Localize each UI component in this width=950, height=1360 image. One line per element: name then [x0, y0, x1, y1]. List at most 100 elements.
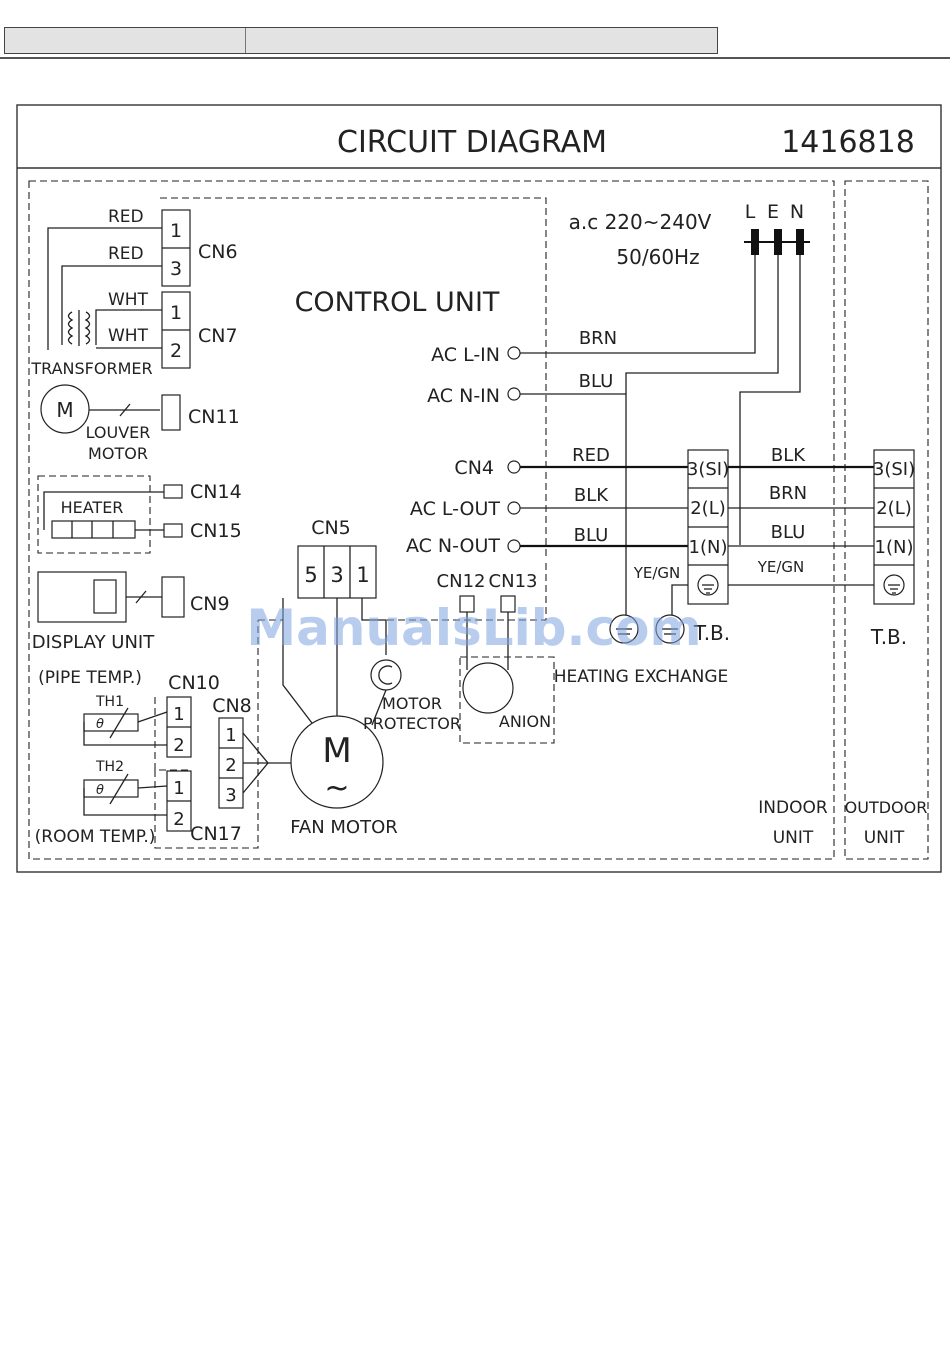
cn7-pin-2: 2: [170, 340, 182, 362]
outdoor-tb-si: 3(SI): [873, 459, 915, 480]
indoor-tb-n: 1(N): [689, 537, 728, 558]
cn14-label: CN14: [190, 481, 242, 503]
cn6-pin-1: 1: [170, 220, 182, 242]
wire-red-cn4: RED: [572, 445, 610, 466]
th1-theta: θ: [96, 717, 104, 732]
heating-exchange-label: HEATING EXCHANGE: [554, 667, 729, 687]
cn8-label: CN8: [212, 695, 252, 717]
pipe-temp-label: (PIPE TEMP.): [38, 668, 142, 688]
anion-label: ANION: [499, 712, 551, 731]
cn11-connector: [161, 394, 181, 431]
cn5-label: CN5: [311, 517, 351, 539]
heater-boundary: [37, 475, 151, 554]
motor-protector-label-2: PROTECTOR: [363, 714, 461, 733]
wire-blu-nout: BLU: [574, 525, 609, 546]
line-l-label: L: [745, 201, 756, 223]
supply-voltage: a.c 220~240V: [569, 210, 712, 234]
ac-l-out-label: AC L-OUT: [410, 498, 500, 520]
wire-red-2: RED: [108, 244, 144, 264]
cn5-pin-1: 1: [356, 563, 369, 587]
wire-blu-in: BLU: [579, 371, 614, 392]
watermark: ManualsLib.com: [246, 599, 701, 657]
wire-wht-2: WHT: [108, 326, 149, 346]
louver-motor-icon: [40, 384, 90, 434]
outdoor-unit-label-2: UNIT: [864, 828, 905, 848]
wire-wht-1: WHT: [108, 290, 149, 310]
cn7-label: CN7: [198, 325, 238, 347]
wire-ye-gn-out: YE/GN: [757, 558, 805, 576]
indoor-tb-si: 3(SI): [687, 459, 729, 480]
wire-brn-out: BRN: [769, 483, 807, 504]
wire-ye-gn-in: YE/GN: [633, 564, 681, 582]
line-n-label: N: [790, 201, 804, 223]
indoor-unit-label-2: UNIT: [773, 828, 814, 848]
indoor-tb-label: T.B.: [693, 621, 730, 645]
cn8-pin-2: 2: [225, 755, 236, 776]
cn9-label: CN9: [190, 593, 230, 615]
diagram-title: CIRCUIT DIAGRAM: [337, 125, 607, 160]
diagram-frame: [16, 104, 942, 873]
supply-frequency: 50/60Hz: [616, 245, 699, 269]
cn17-pin-1: 1: [173, 778, 184, 799]
cn5-pin-5: 5: [304, 563, 317, 587]
motor-label: MOTOR: [88, 444, 148, 463]
th2-label: TH2: [95, 759, 124, 775]
cn17-pin-2: 2: [173, 809, 184, 830]
room-temp-label: (ROOM TEMP.): [35, 827, 156, 847]
wire-red-1: RED: [108, 207, 144, 227]
cn17-label: CN17: [190, 823, 242, 845]
indoor-unit-label-1: INDOOR: [758, 798, 828, 818]
diagram-code: 1416818: [781, 125, 915, 160]
wire-blk-out: BLK: [771, 445, 806, 466]
wire-blu-out: BLU: [771, 522, 806, 543]
indoor-unit-boundary: [28, 180, 835, 860]
cn15-connector: [163, 523, 183, 538]
anion-boundary: [459, 656, 555, 744]
fan-motor-label: FAN MOTOR: [290, 817, 398, 838]
heater-element: [51, 520, 136, 539]
ac-l-in-label: AC L-IN: [431, 344, 500, 366]
transformer-secondary: [84, 311, 91, 345]
wire-blk-lout: BLK: [574, 485, 609, 506]
cn8-pin-3: 3: [225, 785, 236, 806]
cn11-label: CN11: [188, 406, 240, 428]
cn10-pin-1: 1: [173, 704, 184, 725]
display-unit-label: DISPLAY UNIT: [32, 632, 155, 653]
cn10-label: CN10: [168, 672, 220, 694]
control-unit-label: CONTROL UNIT: [295, 287, 500, 318]
cn12-label: CN12: [437, 571, 486, 592]
cn5-connector: [297, 545, 377, 599]
fan-motor-tilde: ~: [324, 771, 349, 806]
ac-n-out-label: AC N-OUT: [406, 535, 500, 557]
motor-protector-label-1: MOTOR: [382, 694, 442, 713]
cn14-connector: [163, 484, 183, 499]
fan-motor-icon: [290, 715, 384, 809]
th1-thermistor: [83, 713, 139, 732]
outdoor-unit-boundary: [844, 180, 929, 860]
motor-protector-icon: [370, 659, 402, 691]
wire-brn-in: BRN: [579, 328, 617, 349]
indoor-tb-l: 2(L): [690, 498, 726, 519]
th2-theta: θ: [96, 783, 104, 798]
cn8-connector: [218, 717, 244, 809]
outdoor-tb-n: 1(N): [875, 537, 914, 558]
cn6-pin-3: 3: [170, 258, 182, 280]
cn4-label: CN4: [454, 457, 494, 479]
th1-label: TH1: [95, 694, 124, 710]
cn7-pin-1: 1: [170, 302, 182, 324]
cn5-pin-3: 3: [330, 563, 343, 587]
heater-label: HEATER: [61, 498, 124, 517]
control-unit-boundary: [160, 197, 547, 560]
louver-motor-m: M: [56, 398, 73, 422]
fan-motor-m: M: [322, 731, 351, 771]
outdoor-tb-l: 2(L): [876, 498, 912, 519]
header-bar: [4, 27, 718, 54]
cn13-label: CN13: [489, 571, 538, 592]
transformer-label: TRANSFORMER: [30, 359, 152, 378]
outdoor-tb-label: T.B.: [870, 625, 907, 649]
transformer-primary: [67, 311, 74, 345]
anion-generator-icon: [462, 662, 514, 714]
header-divider: [245, 28, 246, 53]
cn10-pin-2: 2: [173, 735, 184, 756]
